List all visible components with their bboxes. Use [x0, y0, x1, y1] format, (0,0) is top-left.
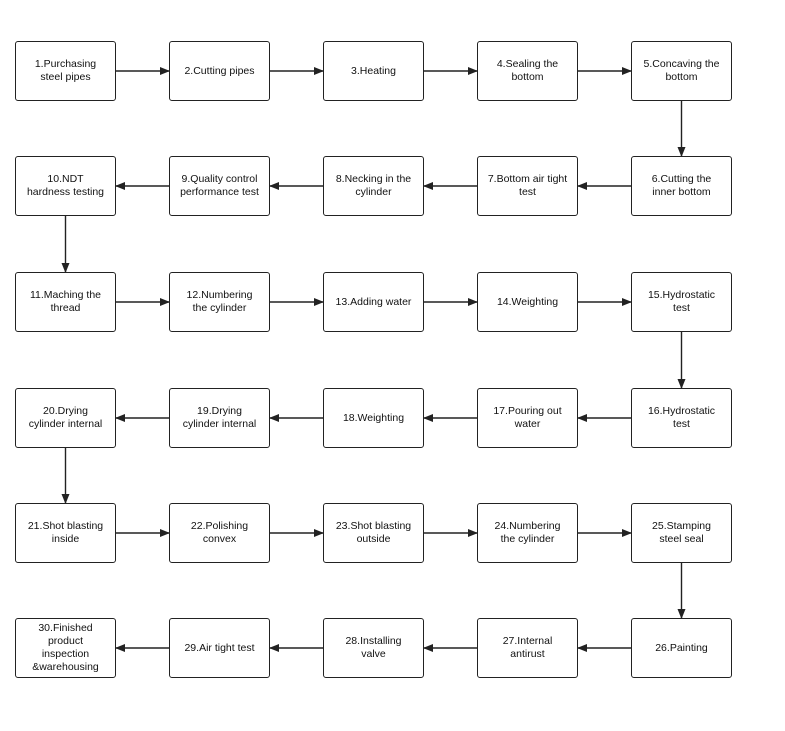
- step-box-2: 2.Cutting pipes: [169, 41, 270, 101]
- step-box-4: 4.Sealing the bottom: [477, 41, 578, 101]
- step-box-8: 8.Necking in the cylinder: [323, 156, 424, 216]
- step-box-17: 17.Pouring out water: [477, 388, 578, 448]
- step-box-10: 10.NDT hardness testing: [15, 156, 116, 216]
- step-box-14: 14.Weighting: [477, 272, 578, 332]
- step-box-9: 9.Quality control performance test: [169, 156, 270, 216]
- step-box-22: 22.Polishing convex: [169, 503, 270, 563]
- step-box-15: 15.Hydrostatic test: [631, 272, 732, 332]
- step-box-18: 18.Weighting: [323, 388, 424, 448]
- step-box-12: 12.Numbering the cylinder: [169, 272, 270, 332]
- step-box-1: 1.Purchasing steel pipes: [15, 41, 116, 101]
- step-box-6: 6.Cutting the inner bottom: [631, 156, 732, 216]
- step-box-27: 27.Internal antirust: [477, 618, 578, 678]
- step-box-28: 28.Installing valve: [323, 618, 424, 678]
- step-box-20: 20.Drying cylinder internal: [15, 388, 116, 448]
- step-box-25: 25.Stamping steel seal: [631, 503, 732, 563]
- step-box-30: 30.Finished product inspection &warehous…: [15, 618, 116, 678]
- step-box-13: 13.Adding water: [323, 272, 424, 332]
- step-box-3: 3.Heating: [323, 41, 424, 101]
- step-box-7: 7.Bottom air tight test: [477, 156, 578, 216]
- step-box-29: 29.Air tight test: [169, 618, 270, 678]
- step-box-21: 21.Shot blasting inside: [15, 503, 116, 563]
- step-box-16: 16.Hydrostatic test: [631, 388, 732, 448]
- step-box-24: 24.Numbering the cylinder: [477, 503, 578, 563]
- step-box-11: 11.Maching the thread: [15, 272, 116, 332]
- step-box-19: 19.Drying cylinder internal: [169, 388, 270, 448]
- step-box-26: 26.Painting: [631, 618, 732, 678]
- step-box-5: 5.Concaving the bottom: [631, 41, 732, 101]
- step-box-23: 23.Shot blasting outside: [323, 503, 424, 563]
